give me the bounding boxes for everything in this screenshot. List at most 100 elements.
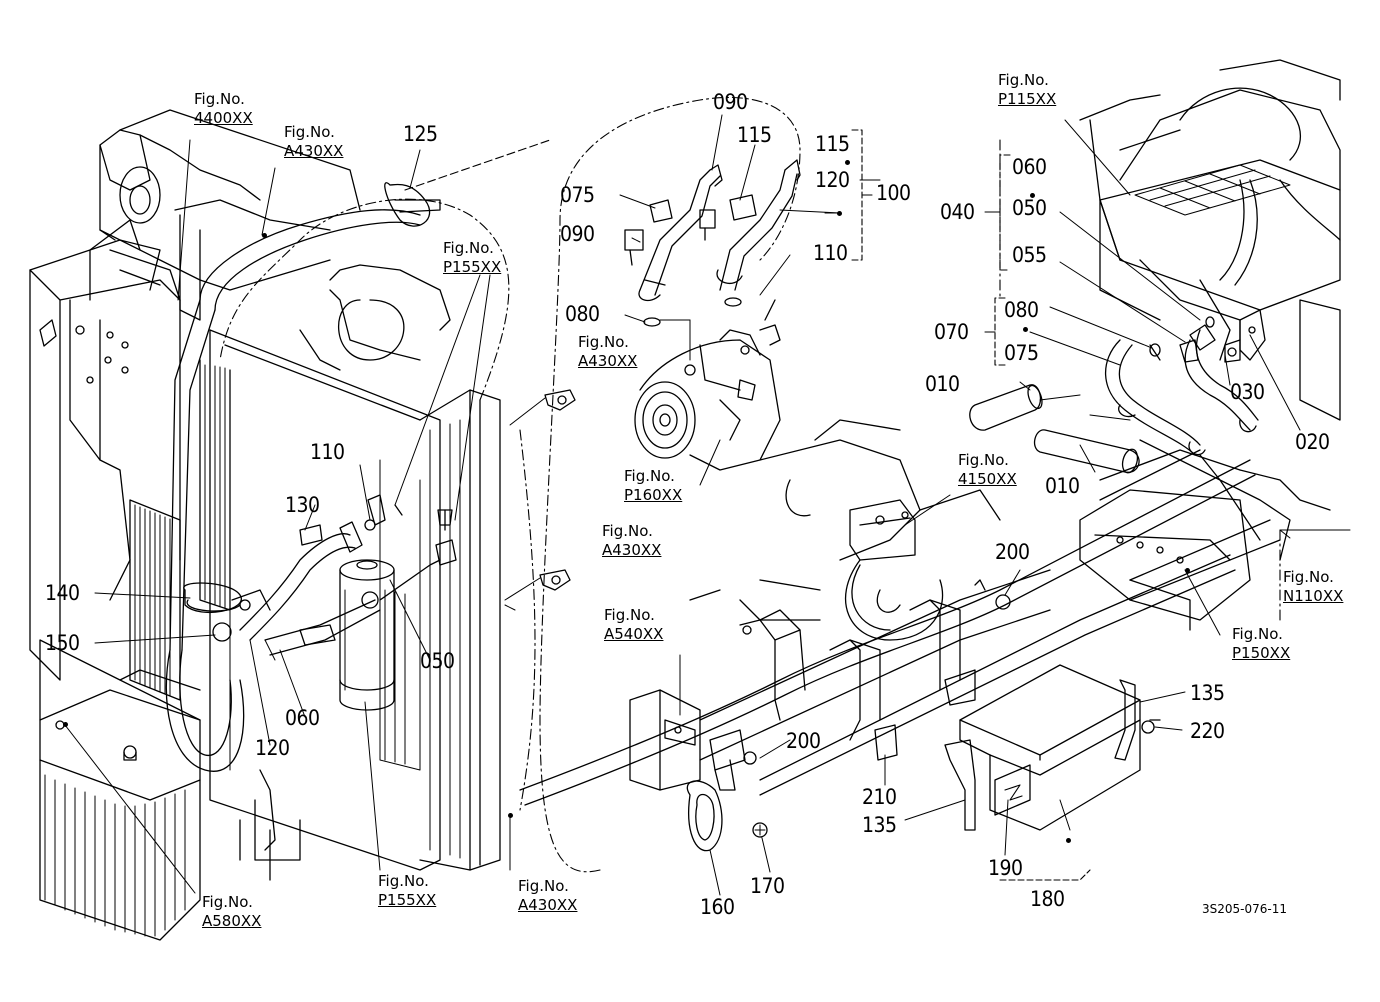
part-label-030[interactable]: 030	[1230, 380, 1265, 404]
mount-bracket	[629, 569, 1051, 791]
fig-ref-prefix: Fig.No.	[284, 123, 335, 141]
part-label-115-group[interactable]: 115	[815, 132, 850, 156]
fig-ref-a430xx-bottom[interactable]: Fig.No. A430XX	[518, 877, 577, 915]
part-label-110-b[interactable]: 110	[310, 440, 345, 464]
part-label-220[interactable]: 220	[1190, 719, 1225, 743]
fig-ref-a540xx[interactable]: Fig.No. A540XX	[604, 606, 663, 644]
part-label-080-group[interactable]: 080	[1004, 298, 1039, 322]
fig-ref-code: A430XX	[284, 142, 344, 160]
part-label-115[interactable]: 115	[737, 123, 772, 147]
part-label-075-group[interactable]: 075	[1004, 341, 1039, 365]
fig-ref-a430xx-mid[interactable]: Fig.No. A430XX	[602, 522, 661, 560]
connectors-mid	[504, 389, 576, 611]
part-label-040[interactable]: 040	[940, 200, 975, 224]
part-label-200[interactable]: 200	[995, 540, 1030, 564]
fig-ref-code: A580XX	[202, 912, 262, 930]
fig-ref-prefix: Fig.No.	[378, 872, 429, 890]
fig-ref-p155xx-top[interactable]: Fig.No. P155XX	[443, 239, 501, 277]
part-label-110[interactable]: 110	[813, 241, 848, 265]
compressor-pipes	[624, 159, 801, 327]
part-label-160[interactable]: 160	[700, 895, 735, 919]
fig-ref-prefix: Fig.No.	[1232, 625, 1283, 643]
part-label-070[interactable]: 070	[934, 320, 969, 344]
fig-ref-prefix: Fig.No.	[518, 877, 569, 895]
fig-ref-prefix: Fig.No.	[604, 606, 655, 624]
part-label-125[interactable]: 125	[403, 122, 438, 146]
leader-lines	[64, 114, 1351, 896]
upper-hose	[165, 139, 551, 772]
fig-ref-p115xx[interactable]: Fig.No. P115XX	[998, 71, 1056, 109]
drier-hoses	[239, 494, 457, 851]
fig-ref-code: P150XX	[1232, 644, 1291, 662]
group-dot	[1030, 193, 1035, 198]
part-label-135[interactable]: 135	[1190, 681, 1225, 705]
fig-ref-prefix: Fig.No.	[624, 467, 675, 485]
part-label-200-b[interactable]: 200	[786, 729, 821, 753]
part-label-120[interactable]: 120	[255, 736, 290, 760]
group-dot	[845, 160, 850, 165]
fig-ref-code: P155XX	[443, 258, 502, 276]
fig-ref-code: 4400XX	[194, 109, 253, 127]
fig-ref-prefix: Fig.No.	[998, 71, 1049, 89]
group-dot	[1023, 327, 1028, 332]
part-label-060-group[interactable]: 060	[1012, 155, 1047, 179]
part-label-140[interactable]: 140	[45, 581, 80, 605]
fig-ref-prefix: Fig.No.	[194, 90, 245, 108]
part-label-120-group[interactable]: 120	[815, 168, 850, 192]
fig-ref-n110xx[interactable]: Fig.No. N110XX	[1283, 568, 1343, 606]
battery-box	[39, 639, 201, 941]
right-hoses	[969, 309, 1291, 601]
part-label-210[interactable]: 210	[862, 785, 897, 809]
part-label-190[interactable]: 190	[988, 856, 1023, 880]
receiver-drier	[339, 559, 395, 711]
part-label-075[interactable]: 075	[560, 183, 595, 207]
part-label-010-b[interactable]: 010	[1045, 474, 1080, 498]
part-label-050-group[interactable]: 050	[1012, 196, 1047, 220]
condenser	[379, 389, 501, 871]
group-brackets	[851, 129, 1091, 881]
part-label-130[interactable]: 130	[285, 493, 320, 517]
frame-left	[29, 219, 181, 681]
group-dot	[63, 722, 68, 727]
grommet	[686, 780, 768, 852]
fig-ref-prefix: Fig.No.	[958, 451, 1009, 469]
fig-ref-4400xx[interactable]: Fig.No. 4400XX	[194, 90, 253, 128]
fig-ref-code: P160XX	[624, 486, 683, 504]
group-dot	[1066, 838, 1071, 843]
part-label-170[interactable]: 170	[750, 874, 785, 898]
harness-loop	[219, 96, 1281, 873]
fig-ref-code: N110XX	[1283, 587, 1344, 605]
fig-ref-prefix: Fig.No.	[602, 522, 653, 540]
part-label-090[interactable]: 090	[713, 90, 748, 114]
fig-ref-a580xx[interactable]: Fig.No. A580XX	[202, 893, 261, 931]
group-dot	[837, 211, 842, 216]
fig-ref-code: P115XX	[998, 90, 1057, 108]
fig-ref-prefix: Fig.No.	[443, 239, 494, 257]
part-label-090-b[interactable]: 090	[560, 222, 595, 246]
fig-ref-p155xx-bottom[interactable]: Fig.No. P155XX	[378, 872, 436, 910]
fig-ref-code: P155XX	[378, 891, 437, 909]
ac-unit	[1079, 59, 1341, 421]
part-label-050[interactable]: 050	[420, 649, 455, 673]
part-label-100[interactable]: 100	[876, 181, 911, 205]
control-box	[944, 664, 1161, 831]
part-label-010[interactable]: 010	[925, 372, 960, 396]
fig-ref-4150xx[interactable]: Fig.No. 4150XX	[958, 451, 1017, 489]
part-label-135-b[interactable]: 135	[862, 813, 897, 837]
group-dot	[1185, 568, 1190, 573]
right-housing	[1079, 449, 1331, 631]
fig-ref-p160xx[interactable]: Fig.No. P160XX	[624, 467, 682, 505]
fig-ref-a430xx-top[interactable]: Fig.No. A430XX	[284, 123, 343, 161]
part-label-055[interactable]: 055	[1012, 243, 1047, 267]
fig-ref-prefix: Fig.No.	[1283, 568, 1334, 586]
fig-ref-a430xx-compressor[interactable]: Fig.No. A430XX	[578, 333, 637, 371]
fig-ref-prefix: Fig.No.	[578, 333, 629, 351]
fig-ref-p150xx[interactable]: Fig.No. P150XX	[1232, 625, 1290, 663]
part-label-080[interactable]: 080	[565, 302, 600, 326]
part-label-060[interactable]: 060	[285, 706, 320, 730]
part-label-020[interactable]: 020	[1295, 430, 1330, 454]
part-label-150[interactable]: 150	[45, 631, 80, 655]
part-label-180[interactable]: 180	[1030, 887, 1065, 911]
